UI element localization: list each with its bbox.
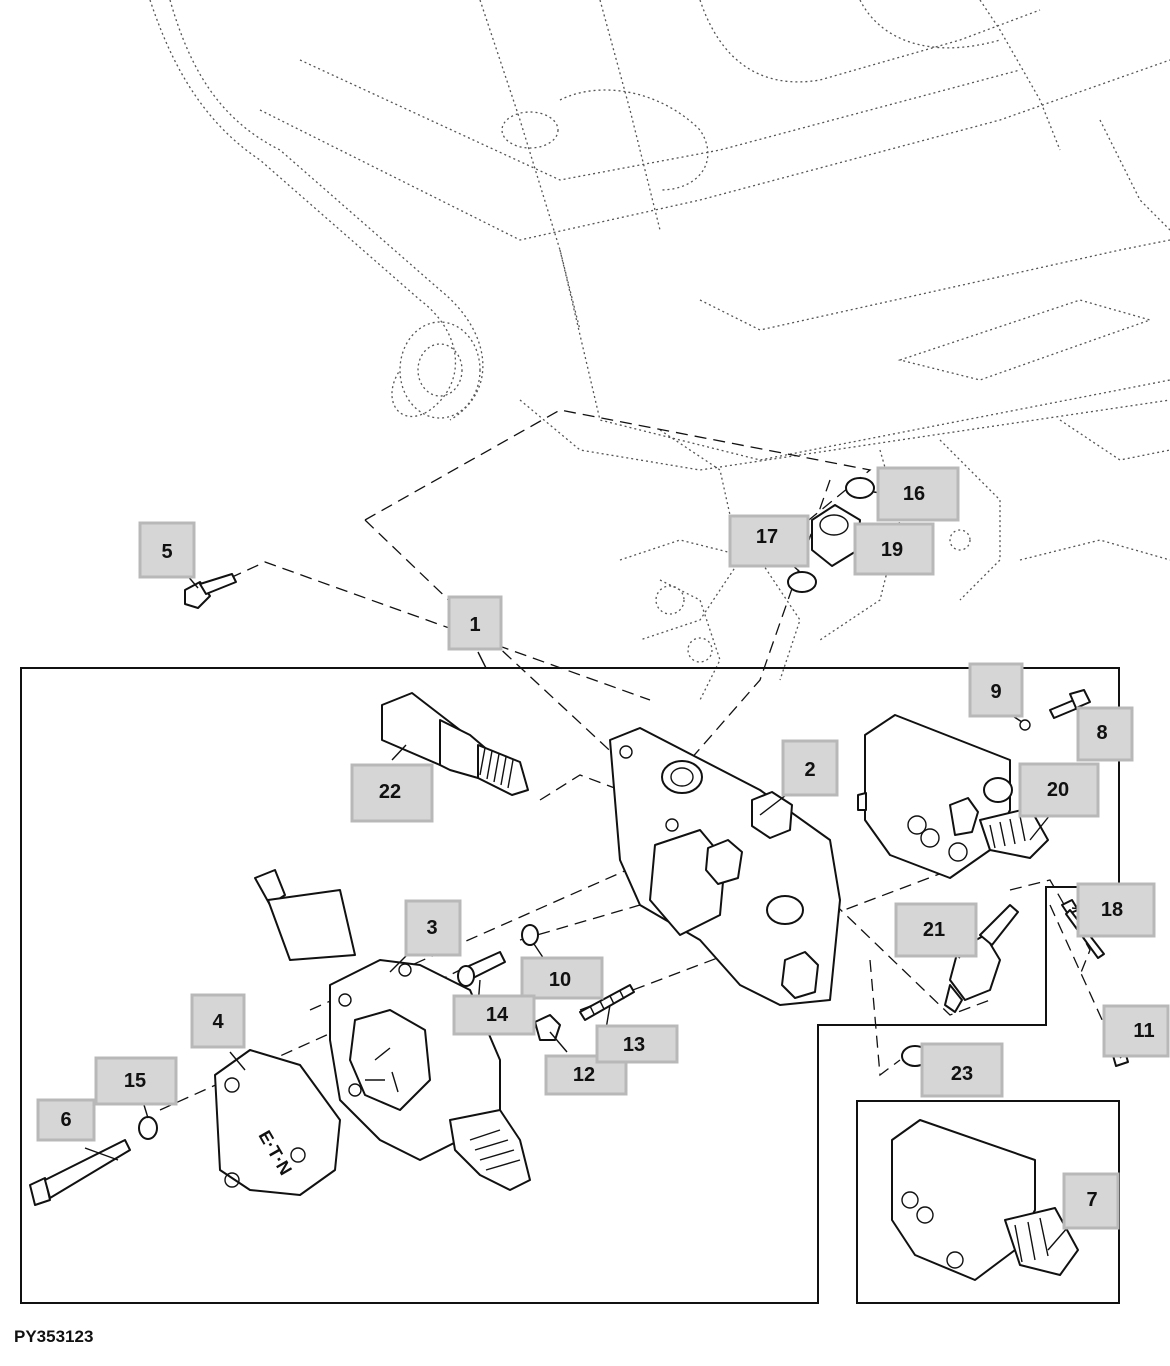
valve-body (609, 727, 841, 1006)
callout-label: 22 (379, 781, 401, 803)
callout-21: 21 (894, 902, 978, 958)
callout-2: 2 (781, 739, 839, 797)
callout-label: 21 (923, 919, 945, 941)
callout-15: 15 (94, 1056, 178, 1106)
callout-20: 20 (1018, 762, 1100, 818)
callout-10: 10 (520, 956, 604, 1000)
small-hardware (29, 477, 1129, 1206)
callout-14: 14 (452, 994, 536, 1036)
callout-18: 18 (1076, 882, 1156, 938)
callout-label: 13 (623, 1034, 645, 1056)
callout-label: 9 (990, 681, 1001, 703)
relief-cartridge (381, 692, 529, 796)
callout-label: 2 (804, 759, 815, 781)
callout-label: 10 (549, 969, 571, 991)
figure-id-label: PY353123 (14, 1327, 94, 1346)
callout-6: 6 (36, 1098, 96, 1142)
callout-label: 7 (1086, 1189, 1097, 1211)
callout-label: 4 (212, 1011, 224, 1033)
relief-housing (857, 714, 1049, 879)
callout-1: 1 (447, 595, 503, 651)
callout-label: 18 (1101, 899, 1123, 921)
callout-4: 4 (190, 993, 246, 1049)
callout-label: 20 (1047, 779, 1069, 801)
callout-17: 17 (728, 514, 810, 568)
callout-label: 23 (951, 1063, 973, 1085)
callout-label: 5 (161, 541, 172, 563)
callout-label: 14 (486, 1004, 509, 1026)
callout-8: 8 (1076, 706, 1134, 762)
callout-label: 16 (903, 483, 925, 505)
callout-22: 22 (350, 763, 434, 823)
callout-7: 7 (1062, 1172, 1120, 1230)
tractor-frame-background (149, 0, 1170, 701)
callout-label: 8 (1096, 722, 1107, 744)
callout-3: 3 (404, 899, 462, 957)
callout-13: 13 (595, 1024, 679, 1064)
callout-5: 5 (138, 521, 196, 579)
callout-label: 17 (756, 526, 778, 548)
callout-16: 16 (876, 466, 960, 522)
end-cap: E·T·N (214, 1049, 341, 1196)
callout-11: 11 (1102, 1004, 1170, 1058)
callout-23: 23 (920, 1042, 1004, 1098)
inset-relief-housing (891, 1119, 1079, 1281)
callout-label: 15 (124, 1070, 146, 1092)
callout-label: 19 (881, 539, 903, 561)
callout-label: 1 (469, 614, 480, 636)
callout-label: 6 (60, 1109, 71, 1131)
callout-label: 11 (1133, 1020, 1154, 1042)
callout-9: 9 (968, 662, 1024, 718)
callout-label: 3 (426, 917, 437, 939)
callout-label: 12 (573, 1064, 595, 1086)
callout-19: 19 (853, 522, 935, 576)
